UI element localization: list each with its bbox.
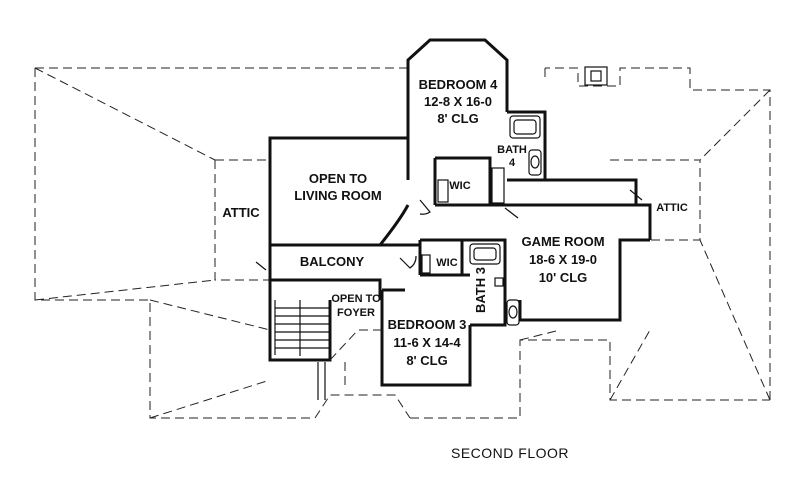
walls (268, 38, 652, 387)
bedroom-4-ceiling: 8' CLG (437, 111, 478, 126)
bath-3-label: BATH 3 (473, 267, 488, 313)
game-room-label: GAME ROOM 18-6 X 19-0 10' CLG (521, 234, 604, 285)
open-living-line2: LIVING ROOM (294, 188, 381, 203)
bedroom-3-label: BEDROOM 3 11-6 X 14-4 8' CLG (388, 317, 467, 368)
bedroom-3-name: BEDROOM 3 (388, 317, 467, 332)
door-swings (255, 189, 643, 271)
attic-right-label: ATTIC (656, 202, 688, 214)
open-living-line1: OPEN TO (309, 171, 367, 186)
game-room-size: 18-6 X 19-0 (529, 252, 597, 267)
open-to-foyer-label: OPEN TO FOYER (331, 293, 381, 319)
bedroom-3-ceiling: 8' CLG (406, 353, 447, 368)
bath-4-label: BATH 4 (497, 144, 527, 169)
bath-4-number: 4 (509, 157, 516, 169)
wic-upper-label: WIC (449, 180, 470, 192)
chimney (584, 66, 608, 86)
stair-treads (274, 300, 330, 400)
roof-outline (34, 67, 771, 419)
game-room-name: GAME ROOM (521, 234, 604, 249)
open-foyer-line1: OPEN TO (331, 293, 381, 305)
bedroom-4-size: 12-8 X 16-0 (424, 94, 492, 109)
floor-caption: SECOND FLOOR (451, 445, 569, 461)
foyer-rail (329, 329, 382, 385)
bedroom-4-name: BEDROOM 4 (419, 77, 499, 92)
open-foyer-line2: FOYER (337, 307, 375, 319)
bath-4-name: BATH (497, 144, 527, 156)
attic-left-label: ATTIC (222, 205, 260, 220)
balcony-label: BALCONY (300, 254, 365, 269)
wic-lower-label: WIC (436, 257, 457, 269)
bedroom-3-size: 11-6 X 14-4 (393, 335, 461, 350)
open-to-living-room-label: OPEN TO LIVING ROOM (294, 171, 381, 203)
bedroom-4-label: BEDROOM 4 12-8 X 16-0 8' CLG (419, 77, 499, 126)
fixtures (421, 115, 542, 326)
game-room-ceiling: 10' CLG (539, 270, 588, 285)
